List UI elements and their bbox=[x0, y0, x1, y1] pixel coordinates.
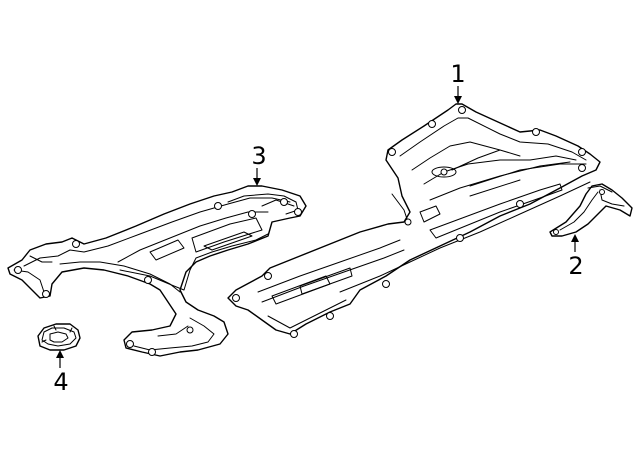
callout-label-1: 1 bbox=[450, 60, 465, 88]
part-3-front-underbody-shield bbox=[7, 185, 307, 357]
callout-label-3: 3 bbox=[251, 142, 266, 170]
part-2-side-bracket bbox=[549, 183, 633, 237]
callout-label-4: 4 bbox=[53, 368, 68, 396]
part-4-grommet bbox=[37, 323, 81, 351]
callout-2: 2 bbox=[568, 234, 584, 280]
part-1-rear-underbody-shield bbox=[227, 103, 601, 338]
callout-3: 3 bbox=[251, 142, 267, 186]
callout-1: 1 bbox=[450, 60, 466, 104]
callout-4: 4 bbox=[53, 350, 69, 396]
callout-label-2: 2 bbox=[568, 252, 583, 280]
